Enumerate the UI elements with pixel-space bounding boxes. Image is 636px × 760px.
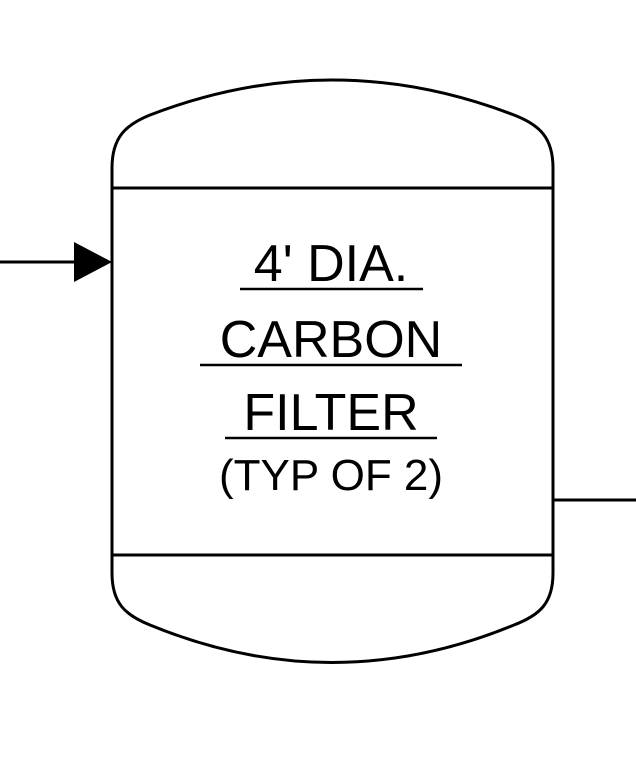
vessel-label: 4' DIA. CARBON FILTER (TYP OF 2) bbox=[200, 235, 462, 500]
label-quantity-note: (TYP OF 2) bbox=[219, 451, 443, 500]
label-line-type: FILTER bbox=[243, 384, 418, 442]
label-line-material: CARBON bbox=[220, 311, 442, 369]
inlet-arrow-icon bbox=[74, 242, 112, 282]
carbon-filter-vessel[interactable] bbox=[110, 78, 555, 664]
label-line-size: 4' DIA. bbox=[254, 235, 408, 293]
vessel-outline bbox=[110, 78, 555, 664]
